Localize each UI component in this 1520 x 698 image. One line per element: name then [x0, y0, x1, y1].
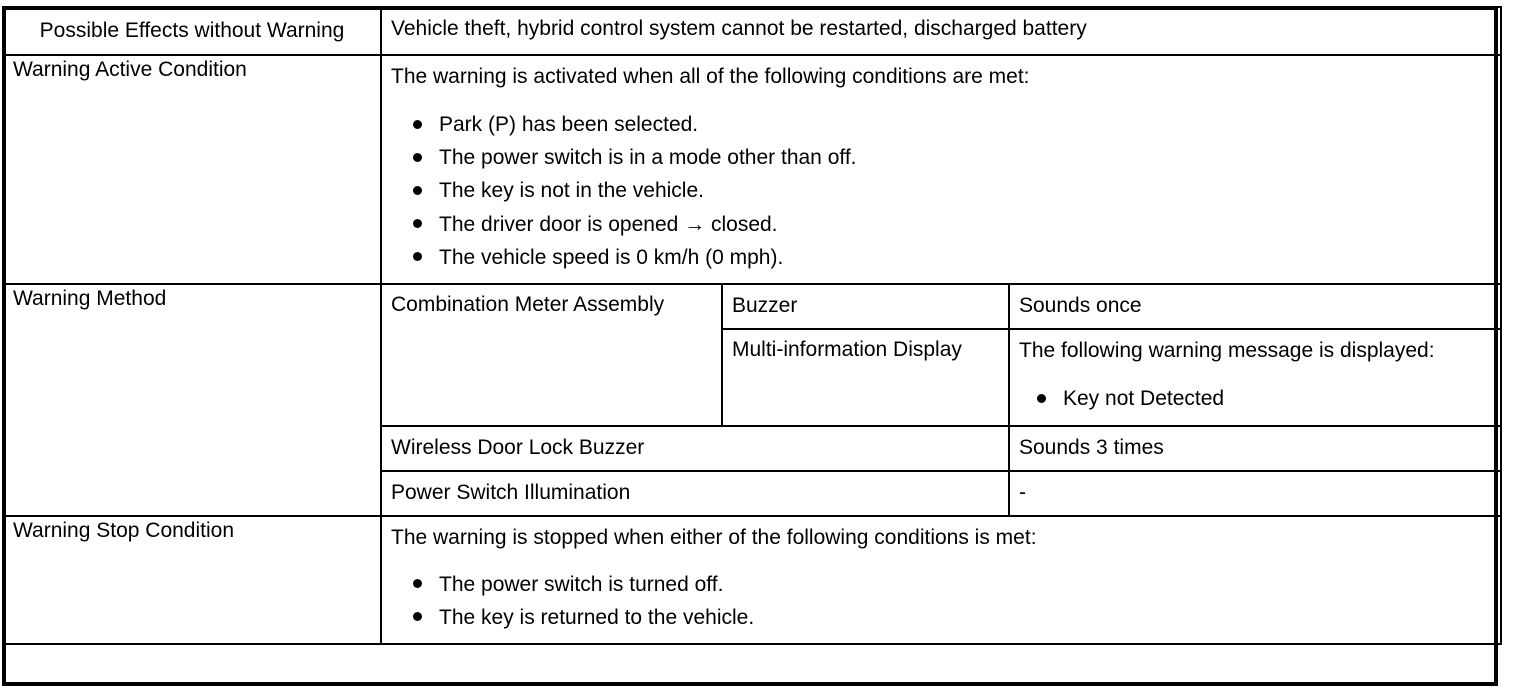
warning-specification-table: Possible Effects without Warning Vehicle… — [2, 6, 1502, 645]
row-label-warning-method: Warning Method — [13, 286, 167, 310]
possible-effects-value: Vehicle theft, hybrid control system can… — [391, 17, 1087, 40]
row-label-possible-effects: Possible Effects without Warning — [39, 19, 345, 42]
method-component-wireless-door-lock-buzzer: Wireless Door Lock Buzzer — [391, 435, 645, 459]
warning-active-lead-text: The warning is activated when all of the… — [391, 64, 1030, 88]
method-device-buzzer: Buzzer — [732, 293, 798, 317]
method-component-cell-power-switch-illumination: Power Switch Illumination — [382, 469, 1010, 516]
warning-method-row-multi-information-display: Multi-information Display The following … — [382, 328, 1500, 427]
method-result-cell-power-switch-illumination: - — [1008, 469, 1500, 516]
method-component-cell-combination-meter: Combination Meter Assembly — [382, 284, 723, 427]
row-label-cell-warning-stop-condition: Warning Stop Condition — [2, 515, 382, 645]
table-row-warning-stop-condition: Warning Stop Condition The warning is st… — [2, 515, 1502, 645]
method-component-power-switch-illumination: Power Switch Illumination — [391, 480, 631, 504]
warning-stop-condition-list: The power switch is turned off. The key … — [391, 568, 1491, 634]
row-value-cell-warning-stop-condition: The warning is stopped when either of th… — [380, 515, 1502, 645]
method-result-wireless-door-lock-buzzer: Sounds 3 times — [1019, 435, 1164, 459]
table-row-possible-effects: Possible Effects without Warning Vehicle… — [2, 6, 1502, 56]
method-result-cell-wireless-door-lock-buzzer: Sounds 3 times — [1008, 424, 1500, 472]
list-item: The power switch is in a mode other than… — [413, 141, 1491, 174]
warning-stop-lead-text: The warning is stopped when either of th… — [391, 526, 1037, 550]
bullet-dot-icon — [413, 119, 422, 129]
list-item-text: The vehicle speed is 0 km/h (0 mph). — [439, 245, 784, 269]
list-item: The vehicle speed is 0 km/h (0 mph). — [413, 241, 1491, 274]
bullet-dot-icon — [413, 185, 422, 195]
list-item-text: The driver door is opened → closed. — [439, 212, 778, 236]
list-item-text: The power switch is in a mode other than… — [439, 146, 857, 170]
list-item-text: The power switch is turned off. — [439, 572, 724, 596]
list-item-text: Key not Detected — [1063, 387, 1225, 411]
method-result-cell-buzzer: Sounds once — [1008, 284, 1500, 331]
warning-method-subtable: Combination Meter Assembly Buzzer Sounds… — [382, 284, 1500, 516]
list-item: The key is returned to the vehicle. — [413, 601, 1491, 634]
row-label-cell-possible-effects: Possible Effects without Warning — [2, 6, 382, 56]
bullet-dot-icon — [413, 252, 422, 262]
list-item: Key not Detected — [1037, 382, 1491, 415]
table-row-warning-method: Warning Method Combination Meter Assembl… — [2, 282, 1502, 518]
method-component-cell-wireless-door-lock-buzzer: Wireless Door Lock Buzzer — [382, 424, 1010, 472]
list-item: The driver door is opened → closed. — [413, 208, 1491, 241]
row-label-cell-warning-active-condition: Warning Active Condition — [2, 53, 382, 285]
bullet-dot-icon — [413, 152, 422, 162]
row-value-cell-warning-active-condition: The warning is activated when all of the… — [380, 53, 1502, 285]
row-label-warning-stop-condition: Warning Stop Condition — [13, 519, 235, 543]
warning-method-row-power-switch-illumination: Power Switch Illumination - — [382, 469, 1500, 516]
warning-active-condition-list: Park (P) has been selected. The power sw… — [391, 108, 1491, 274]
method-device-multi-information-display: Multi-information Display — [732, 338, 962, 362]
warning-method-row-buzzer: Combination Meter Assembly Buzzer Sounds… — [382, 284, 1500, 427]
list-item-text: Park (P) has been selected. — [439, 113, 699, 137]
bullet-dot-icon — [413, 219, 422, 229]
method-result-multi-information-display: The following warning message is display… — [1019, 339, 1435, 363]
table-row-warning-active-condition: Warning Active Condition The warning is … — [2, 53, 1502, 285]
list-item-text: The key is not in the vehicle. — [439, 179, 704, 203]
row-label-cell-warning-method: Warning Method — [2, 282, 382, 518]
method-result-power-switch-illumination: - — [1019, 480, 1026, 504]
list-item: The key is not in the vehicle. — [413, 174, 1491, 207]
method-result-cell-multi-information-display: The following warning message is display… — [1008, 328, 1500, 427]
method-device-cell-buzzer: Buzzer — [721, 284, 1010, 331]
row-label-warning-active-condition: Warning Active Condition — [13, 57, 247, 81]
list-item: The power switch is turned off. — [413, 568, 1491, 601]
bullet-dot-icon — [1037, 394, 1046, 404]
bullet-dot-icon — [413, 579, 422, 589]
bullet-dot-icon — [413, 612, 422, 622]
warning-message-list: Key not Detected — [1019, 382, 1491, 415]
row-value-cell-possible-effects: Vehicle theft, hybrid control system can… — [380, 6, 1502, 56]
method-device-cell-multi-information-display: Multi-information Display — [721, 328, 1010, 427]
row-value-cell-warning-method: Combination Meter Assembly Buzzer Sounds… — [380, 282, 1502, 518]
method-result-buzzer: Sounds once — [1019, 293, 1142, 317]
method-component-combination-meter: Combination Meter Assembly — [391, 292, 665, 316]
list-item: Park (P) has been selected. — [413, 108, 1491, 141]
list-item-text: The key is returned to the vehicle. — [439, 605, 755, 629]
warning-method-row-wireless-door-lock-buzzer: Wireless Door Lock Buzzer Sounds 3 times — [382, 424, 1500, 472]
